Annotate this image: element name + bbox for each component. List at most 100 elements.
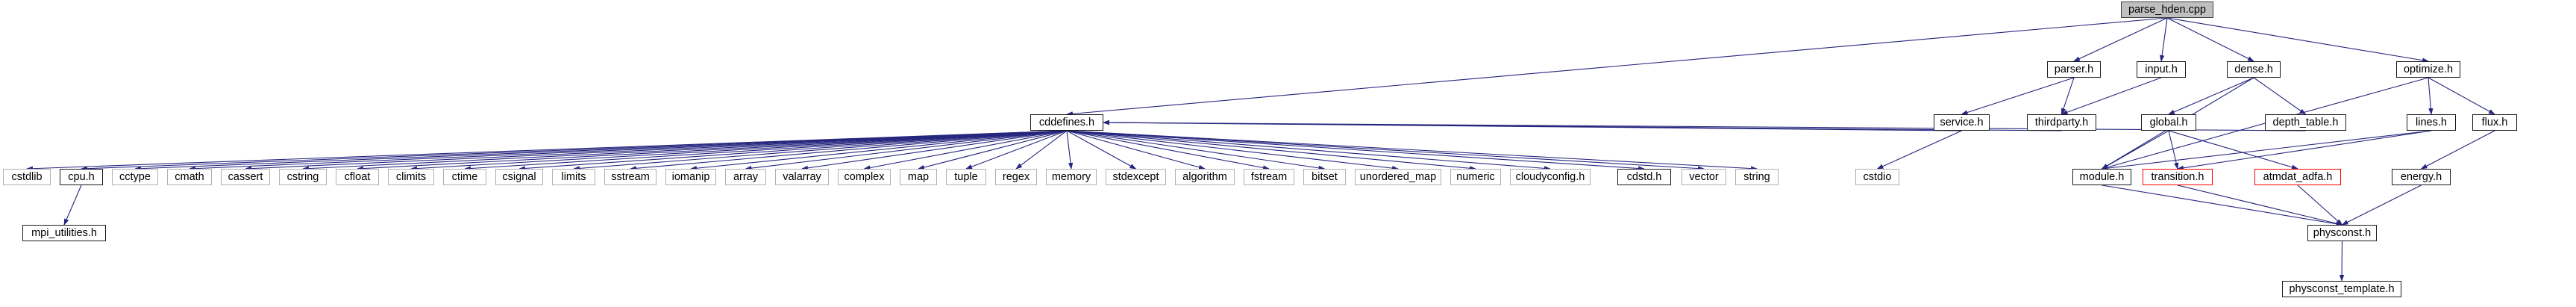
graph-node-dense-h[interactable]: dense.h [2227,61,2281,78]
edge-cddefines-h-to-complex [863,130,1068,170]
edge-cddefines-h-to-cfloat [357,130,1068,171]
edge-cddefines-h-to-cassert [245,130,1068,171]
edge-global-h-to-transition-h [2168,130,2179,170]
graph-node-cctype[interactable]: cctype [112,169,158,185]
edge-cddefines-h-to-algorithm [1066,130,1206,170]
graph-node-parser-h[interactable]: parser.h [2047,61,2101,78]
graph-node-cpu-h[interactable]: cpu.h [60,169,103,185]
edge-dense-h-to-global-h [2168,77,2254,115]
graph-node-cstdlib[interactable]: cstdlib [3,169,51,185]
graph-node-transition-h[interactable]: transition.h [2143,169,2213,185]
edge-service-h-to-cstdio [1876,130,1962,170]
edge-cddefines-h-to-cstdlib [26,130,1068,171]
edge-parser-h-to-thirdparty-h [2061,77,2075,115]
graph-node-tuple[interactable]: tuple [946,169,986,185]
graph-node-algorithm[interactable]: algorithm [1175,169,1235,185]
graph-node-limits[interactable]: limits [552,169,595,185]
graph-node-csignal[interactable]: csignal [495,169,543,185]
graph-node-vector[interactable]: vector [1682,169,1726,185]
edge-global-h-to-atmdat-adfa-h [2168,130,2298,170]
edge-lines-h-to-module-h [2101,130,2432,171]
graph-node-cassert[interactable]: cassert [221,169,270,185]
edge-global-h-to-module-h [2101,130,2169,170]
graph-node-sstream[interactable]: sstream [604,169,656,185]
graph-node-iomanip[interactable]: iomanip [665,169,716,185]
edge-flux-h-to-energy-h [2420,130,2495,170]
edge-cddefines-h-to-cctype [134,130,1068,171]
graph-node-map[interactable]: map [900,169,937,185]
graph-node-mpi-utilities-h[interactable]: mpi_utilities.h [22,225,106,241]
graph-node-global-h[interactable]: global.h [2141,114,2196,131]
graph-node-fstream[interactable]: fstream [1244,169,1294,185]
graph-node-memory[interactable]: memory [1046,169,1097,185]
graph-node-depth-table-h[interactable]: depth_table.h [2265,114,2346,131]
edge-module-h-to-physconst-h [2102,184,2343,226]
edge-energy-h-to-physconst-h [2341,184,2422,226]
edge-cddefines-h-to-ctime [464,130,1068,171]
edge-depth-table-h-to-cddefines-h [1103,120,2306,131]
graph-node-bitset[interactable]: bitset [1303,169,1346,185]
graph-node-thirdparty-h[interactable]: thirdparty.h [2027,114,2096,131]
edge-cddefines-h-to-memory [1066,130,1074,170]
graph-node-cddefines-h[interactable]: cddefines.h [1030,114,1103,131]
graph-node-optimize-h[interactable]: optimize.h [2396,61,2460,78]
graph-node-cstring[interactable]: cstring [279,169,327,185]
edge-cddefines-h-to-vector [1066,130,1705,171]
edge-cddefines-h-to-valarray [801,130,1068,171]
graph-node-cloudyconfig-h[interactable]: cloudyconfig.h [1510,169,1591,185]
graph-node-service-h[interactable]: service.h [1934,114,1990,131]
graph-node-input-h[interactable]: input.h [2137,61,2186,78]
edge-cddefines-h-to-tuple [965,130,1068,170]
edge-cddefines-h-to-array [745,130,1068,171]
edge-parse-hden-cpp-to-optimize-h [2166,17,2429,63]
graph-node-climits[interactable]: climits [388,169,434,185]
graph-node-stdexcept[interactable]: stdexcept [1106,169,1166,185]
graph-node-lines-h[interactable]: lines.h [2407,114,2456,131]
graph-node-physconst-template-h[interactable]: physconst_template.h [2282,281,2401,297]
edge-thirdparty-h-to-cddefines-h [1103,120,2062,131]
edge-service-h-to-cddefines-h [1103,120,1962,131]
graph-node-cmath[interactable]: cmath [167,169,212,185]
graph-node-string[interactable]: string [1735,169,1779,185]
edge-cddefines-h-to-iomanip [690,130,1068,171]
edge-cddefines-h-to-csignal [518,130,1068,171]
graph-node-cfloat[interactable]: cfloat [336,169,379,185]
graph-node-ctime[interactable]: ctime [443,169,486,185]
edge-optimize-h-to-lines-h [2428,77,2434,115]
graph-node-unordered-map[interactable]: unordered_map [1355,169,1441,185]
edge-cddefines-h-to-string [1066,130,1758,171]
graph-node-cstdio[interactable]: cstdio [1855,169,1899,185]
edge-cddefines-h-to-bitset [1066,130,1326,170]
graph-node-array[interactable]: array [725,169,766,185]
edge-input-h-to-thirdparty-h [2061,77,2162,115]
edge-cddefines-h-to-cloudyconfig-h [1066,130,1551,171]
edge-transition-h-to-physconst-h [2177,184,2343,226]
edge-atmdat-adfa-h-to-physconst-h [2297,184,2343,226]
edge-parse-hden-cpp-to-cddefines-h [1066,17,2168,117]
graph-node-cdstd-h[interactable]: cdstd.h [1617,169,1671,185]
graph-node-physconst-h[interactable]: physconst.h [2307,225,2377,241]
edge-cddefines-h-to-stdexcept [1066,130,1137,170]
edge-lines-h-to-transition-h [2177,130,2432,170]
edge-cddefines-h-to-fstream [1066,130,1270,170]
edge-dense-h-to-depth-table-h [2253,77,2307,115]
edge-cddefines-h-to-cmath [189,130,1068,171]
graph-node-complex[interactable]: complex [838,169,891,185]
edge-cddefines-h-to-limits [573,130,1068,171]
graph-node-flux-h[interactable]: flux.h [2472,114,2517,131]
graph-node-parse-hden-cpp[interactable]: parse_hden.cpp [2121,1,2213,18]
edge-cddefines-h-to-cdstd-h [1066,130,1645,171]
graph-node-energy-h[interactable]: energy.h [2392,169,2451,185]
edge-cddefines-h-to-map [918,130,1068,170]
edge-parse-hden-cpp-to-dense-h [2166,17,2254,62]
graph-node-numeric[interactable]: numeric [1450,169,1501,185]
graph-node-module-h[interactable]: module.h [2072,169,2131,185]
graph-node-atmdat-adfa-h[interactable]: atmdat_adfa.h [2254,169,2341,185]
edge-parse-hden-cpp-to-parser-h [2073,17,2168,62]
edge-optimize-h-to-flux-h [2428,77,2495,115]
edge-cddefines-h-to-unordered-map [1066,130,1399,171]
edge-cddefines-h-to-numeric [1066,130,1476,171]
graph-node-regex[interactable]: regex [995,169,1037,185]
graph-node-valarray[interactable]: valarray [775,169,829,185]
